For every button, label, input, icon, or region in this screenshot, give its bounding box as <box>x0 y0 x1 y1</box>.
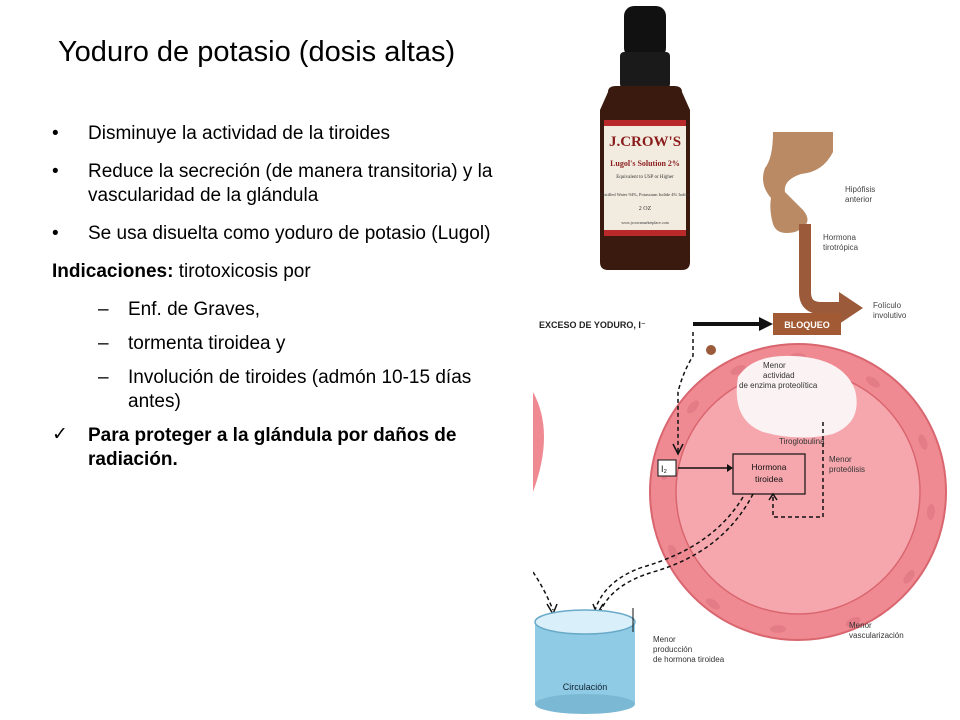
label-menor-prot-1: Menor <box>829 455 852 464</box>
check-item: ✓ Para proteger a la glándula por daños … <box>52 424 522 472</box>
bullet-text: Se usa disuelta como yoduro de potasio (… <box>88 223 491 244</box>
bottle-volume: 2 OZ <box>639 206 652 212</box>
bottle-ingredients: Distilled Water 94%, Potassium Iodide 4%… <box>600 192 690 198</box>
outflow-arrow-icon <box>600 493 754 611</box>
lugol-bottle-image: J.CROW'S Lugol's Solution 2% Equivalent … <box>600 6 690 270</box>
thyroid-diagram: Hipófisis anterior Hormona tirotrópica F… <box>533 132 947 714</box>
bottle-product: Lugol's Solution 2% <box>610 159 680 168</box>
indications-line: Indicaciones: tirotoxicosis por <box>52 260 522 284</box>
label-bloqueo: BLOQUEO <box>784 320 830 330</box>
bottle-cap-icon <box>620 52 670 88</box>
bullet-text: Reduce la secreción (de manera transitor… <box>88 161 493 206</box>
label-menor-act-3: de enzima proteolítica <box>739 381 818 390</box>
indication-item: – Involución de tiroides (admón 10-15 dí… <box>52 366 522 414</box>
label-menor-prod-1: Menor <box>653 635 676 644</box>
label-menor-vasc-1: Menor <box>849 621 872 630</box>
bullet-text: Disminuye la actividad de la tiroides <box>88 123 391 144</box>
slide-title: Yoduro de potasio (dosis altas) <box>58 36 456 68</box>
indication-text: Enf. de Graves, <box>128 299 261 320</box>
bullet-item: • Disminuye la actividad de la tiroides <box>52 122 522 146</box>
label-excess: EXCESO DE YODURO, I⁻ <box>539 320 646 330</box>
bottle-sub: Equivalent to USP or Higher <box>616 175 674 180</box>
bullet-icon: • <box>52 123 59 144</box>
bottle-site: www.jcrowsmarketplace.com <box>621 220 669 225</box>
bullet-item: • Reduce la secreción (de manera transit… <box>52 160 522 208</box>
label-hormona-tiro-2: tirotrópica <box>823 243 859 252</box>
label-hormona-tiroidea-1: Hormona <box>752 462 787 472</box>
circulation-cylinder-icon <box>535 622 635 704</box>
epithelial-cells-icon <box>660 353 936 633</box>
label-tiroglobulina: Tiroglobulina <box>779 437 825 446</box>
dash-icon: – <box>98 299 109 320</box>
label-foliculo-2: involutivo <box>873 311 907 320</box>
dropper-bulb-icon <box>624 6 666 58</box>
bloqueo-box-icon <box>773 313 841 335</box>
label-circulacion: Circulación <box>563 682 608 692</box>
iodide-path-icon <box>677 332 694 452</box>
proteolysis-path-icon <box>772 422 824 518</box>
check-text: Para proteger a la glándula por daños de… <box>88 425 457 470</box>
indication-text: Involución de tiroides (admón 10-15 días… <box>128 367 472 412</box>
hormone-box-icon <box>732 453 806 495</box>
label-hipofisis-1: Hipófisis <box>845 185 875 194</box>
indications-text: tirotoxicosis por <box>173 261 311 282</box>
indication-item: – Enf. de Graves, <box>52 298 522 322</box>
label-hormona-tiroidea-2: tiroidea <box>755 474 783 484</box>
label-i2: I₂ <box>661 464 668 474</box>
label-menor-prod-2: producción <box>653 645 692 654</box>
label-foliculo-1: Folículo <box>873 301 902 310</box>
label-menor-vasc-2: vascularización <box>849 631 904 640</box>
bottle-brand: J.CROW'S <box>609 134 681 150</box>
dash-icon: – <box>98 367 109 388</box>
tsh-arrow-icon <box>799 224 843 314</box>
checkmark-icon: ✓ <box>52 424 68 445</box>
bullet-item: • Se usa disuelta como yoduro de potasio… <box>52 222 522 246</box>
indications-label: Indicaciones: <box>52 261 174 282</box>
dash-icon: – <box>98 333 109 354</box>
label-hormona-tiro-1: Hormona <box>823 233 856 242</box>
label-menor-prod-3: de hormona tiroidea <box>653 655 725 664</box>
i2-box-icon <box>657 459 677 477</box>
label-menor-act-1: Menor <box>763 361 786 370</box>
indication-item: – tormenta tiroidea y <box>52 332 522 356</box>
label-hipofisis-2: anterior <box>845 195 872 204</box>
bullet-icon: • <box>52 161 59 182</box>
enzyme-area-icon <box>736 355 857 438</box>
label-menor-act-2: actividad <box>763 371 795 380</box>
partial-follicle-icon <box>533 392 544 492</box>
content-list: • Disminuye la actividad de la tiroides … <box>52 122 522 486</box>
indication-text: tormenta tiroidea y <box>128 333 286 354</box>
bullet-icon: • <box>52 223 59 244</box>
label-menor-prot-2: proteólisis <box>829 465 865 474</box>
pituitary-icon <box>763 132 833 233</box>
